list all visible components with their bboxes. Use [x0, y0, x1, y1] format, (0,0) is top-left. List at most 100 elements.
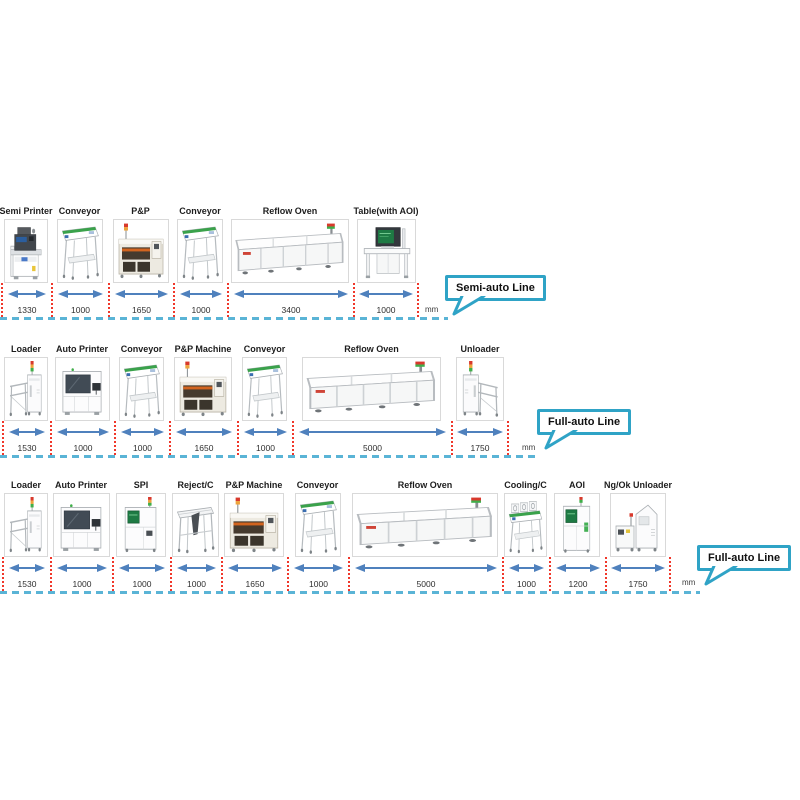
- machine-photo: [52, 493, 110, 557]
- table-aoi-icon: [360, 223, 413, 281]
- machine-label: Conveyor: [243, 344, 286, 354]
- auto-printer-icon: [60, 504, 101, 551]
- semi-printer-icon: [10, 227, 42, 280]
- dimension-segment: 1000: [51, 283, 108, 317]
- dimension-segment: 1000: [114, 421, 169, 455]
- dimension-segment: 3400: [227, 283, 353, 317]
- unit-label: mm: [522, 443, 536, 452]
- conveyor-icon: [60, 223, 100, 281]
- callout-tail-icon: [703, 564, 739, 586]
- machine-column: Conveyor 1000: [51, 205, 108, 317]
- machine-photo: [302, 357, 441, 421]
- machine-photo: [112, 219, 169, 283]
- machine-label: AOI: [568, 480, 585, 490]
- dimension-arrow-icon: [244, 428, 287, 436]
- dimension-value: 1000: [309, 579, 328, 589]
- machine-photo: [352, 493, 498, 557]
- dimension-segment: 1650: [108, 283, 173, 317]
- machine-label: Unloader: [460, 344, 500, 354]
- dimension-value: 1000: [256, 443, 275, 453]
- dimension-value: 1000: [187, 579, 206, 589]
- dimension-arrow-icon: [115, 290, 168, 298]
- machine-photo: [4, 357, 48, 421]
- line-baseline: [0, 317, 448, 320]
- dimension-arrow-icon: [234, 290, 348, 298]
- machine-photo: [610, 493, 666, 557]
- dimension-value: 5000: [416, 579, 436, 589]
- dimension-segment: 1200: [549, 557, 605, 591]
- conveyor-icon: [299, 500, 337, 554]
- loader-icon: [7, 361, 45, 419]
- callout-tail-icon: [704, 564, 738, 586]
- callout-tail-icon: [451, 294, 487, 316]
- cooling-conveyor-icon: [507, 497, 544, 555]
- spi-icon: [124, 497, 157, 553]
- machine-photo: [224, 493, 284, 557]
- dimension-arrow-icon: [457, 428, 503, 436]
- cooling-conveyor-icon: [508, 501, 543, 554]
- machine-label: Conveyor: [179, 206, 221, 216]
- reflow-oven-icon: [305, 361, 438, 419]
- dimension-arrow-icon: [9, 564, 45, 572]
- dimension-value: 3400: [281, 305, 301, 315]
- auto-printer-icon: [56, 497, 107, 555]
- callout-label: Full-auto Line: [708, 552, 781, 564]
- machine-label: P&P: [131, 206, 150, 216]
- dimension-arrow-icon: [8, 290, 46, 298]
- dimension-value: 1330: [17, 305, 37, 315]
- semi-auto-line-callout: Semi-auto Line: [445, 275, 546, 316]
- machine-label: Loader: [10, 480, 41, 490]
- dimension-value: 1000: [72, 579, 92, 589]
- reject-conveyor-icon: [175, 497, 216, 555]
- line-baseline: [0, 591, 700, 594]
- loader-icon: [9, 361, 42, 417]
- ngok-unloader-icon: [615, 504, 658, 552]
- machine-label: Reflow Oven: [262, 206, 318, 216]
- dimension-segment: 1000: [502, 557, 549, 591]
- machine-photo: [242, 357, 287, 421]
- machine-label: Ng/Ok Unloader: [604, 480, 673, 490]
- machine-label: Conveyor: [58, 206, 101, 216]
- reflow-oven-icon: [356, 497, 492, 549]
- callout-label: Semi-auto Line: [456, 282, 535, 294]
- conveyor-icon: [298, 497, 338, 555]
- machine-photo: [456, 357, 504, 421]
- machine-label: Table(with AOI): [353, 206, 419, 216]
- machine-label: SPI: [133, 480, 149, 490]
- dimension-segment: 1750: [605, 557, 671, 591]
- conveyor-icon: [61, 226, 99, 280]
- dimension-arrow-icon: [509, 564, 544, 572]
- machine-label: Reflow Oven: [344, 344, 399, 354]
- conveyor-icon: [246, 364, 283, 418]
- conveyor-icon: [245, 361, 284, 419]
- dimension-value: 1000: [71, 305, 90, 315]
- dimension-segment: 1650: [169, 421, 237, 455]
- dimension-segment: 1000: [173, 283, 227, 317]
- dimension-arrow-icon: [355, 564, 497, 572]
- dimension-segment: 5000: [292, 421, 451, 455]
- conveyor-icon: [123, 364, 160, 418]
- loader-icon: [9, 497, 42, 553]
- machine-label: Auto Printer: [54, 480, 107, 490]
- ngok-unloader-icon: [613, 497, 663, 555]
- full-auto-line-callout: Full-auto Line: [537, 409, 632, 450]
- dimension-arrow-icon: [359, 290, 413, 298]
- callout-tail-icon: [452, 294, 486, 316]
- callout-label: Full-auto Line: [548, 416, 621, 428]
- dimension-value: 1000: [376, 305, 396, 315]
- machine-photo: [56, 219, 103, 283]
- auto-printer-icon: [62, 368, 101, 415]
- machine-label: P&P Machine: [174, 344, 232, 354]
- machine-column: Reflow Oven 3400: [227, 205, 353, 317]
- machine-photo: [4, 219, 48, 283]
- pnp-icon: [229, 497, 279, 553]
